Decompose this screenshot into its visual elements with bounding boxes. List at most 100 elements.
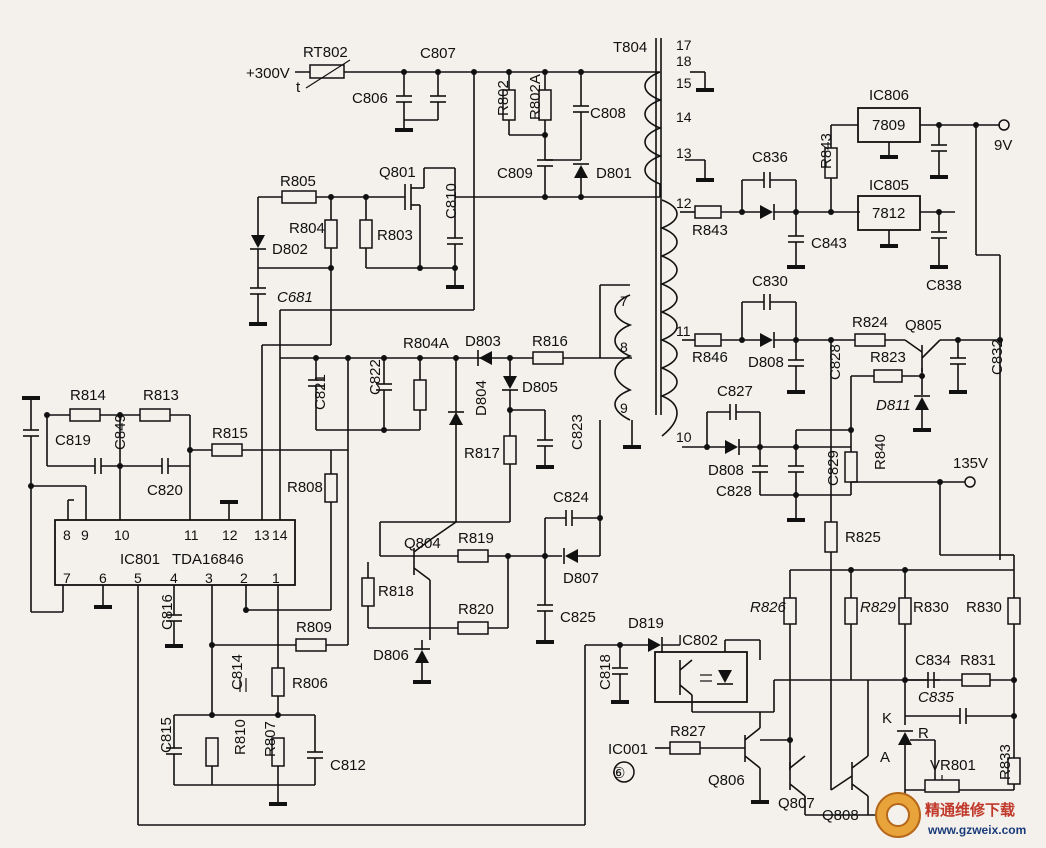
label-r818: R818: [378, 583, 414, 600]
label-r846: R846: [692, 349, 728, 366]
label-r823: R823: [870, 349, 906, 366]
label-r817: R817: [464, 445, 500, 462]
ic802-optocoupler: [654, 651, 748, 703]
q805-section: R846 D808 C830 C828 R824 Q805: [682, 273, 1006, 525]
label-c816: C816: [159, 594, 176, 630]
label-r806: R806: [292, 675, 328, 692]
label-c829: C829: [825, 450, 842, 486]
label-c815: C815: [158, 717, 175, 753]
ic-pin-6: 6: [99, 570, 107, 586]
ic-pin-9: 9: [81, 527, 89, 543]
label-r831: R831: [960, 652, 996, 669]
label-c835: C835: [918, 689, 955, 706]
ic-pin-4: 4: [170, 570, 178, 586]
label-r805: R805: [280, 173, 316, 190]
tpin-17: 17: [676, 37, 692, 53]
terminal-135v: [964, 476, 976, 488]
label-q807: Q807: [778, 795, 815, 812]
label-r814: R814: [70, 387, 106, 404]
label-d808-upper: D808: [748, 354, 784, 371]
label-t: t: [296, 79, 301, 96]
label-r827: R827: [670, 723, 706, 740]
label-c814: C814: [229, 654, 246, 690]
output-135v-section: C827 D808 C828 C829 R840 135V R825: [682, 383, 988, 790]
label-c843: C843: [811, 235, 847, 252]
label-r843-upper: R843: [818, 133, 835, 169]
label-ic802: IC802: [678, 632, 718, 649]
label-r804a: R804A: [403, 335, 449, 352]
label-c806: C806: [352, 90, 388, 107]
ic-pin-14: 14: [272, 527, 288, 543]
label-r813: R813: [143, 387, 179, 404]
label-d819: D819: [628, 615, 664, 632]
label-c809: C809: [497, 165, 533, 182]
label-c821: C821: [312, 374, 329, 410]
label-r803: R803: [377, 227, 413, 244]
ic-pin-12: 12: [222, 527, 238, 543]
label-c819: C819: [55, 432, 91, 449]
thermistor-rt802: [309, 64, 345, 79]
left-rc-section: R814 R813 C819 C849 C820 R815: [22, 387, 348, 613]
label-d801: D801: [596, 165, 632, 182]
label-r802: R802: [495, 80, 512, 116]
label-r808: R808: [287, 479, 323, 496]
label-ic001: IC001: [608, 741, 648, 758]
label-c824: C824: [553, 489, 589, 506]
ic-pin-10: 10: [114, 527, 130, 543]
ic-pin-5: 5: [134, 570, 142, 586]
label-q805: Q805: [905, 317, 942, 334]
tpin-11: 11: [676, 323, 691, 339]
label-r816: R816: [532, 333, 568, 350]
label-r802a: R802A: [527, 74, 544, 120]
regulator-section: R843 C836 C843 R843 7809 IC806: [680, 87, 1012, 560]
terminal-9v: [998, 119, 1010, 131]
label-9v: 9V: [994, 137, 1012, 154]
control-section: D819 C818 IC802: [597, 554, 1021, 824]
label-r830-b: R830: [966, 599, 1002, 616]
ic-pin-3: 3: [205, 570, 213, 586]
label-c834: C834: [915, 652, 951, 669]
label-r804: R804: [289, 220, 325, 237]
watermark-url: www.gzweix.com: [927, 823, 1026, 837]
tpin-7: 7: [620, 293, 628, 309]
tpin-9: 9: [620, 400, 628, 416]
tpin-13: 13: [676, 145, 692, 161]
label-plus300v: +300V: [246, 65, 290, 82]
ic801-body: [54, 519, 296, 586]
tpin-15: 15: [676, 75, 692, 91]
label-c820: C820: [147, 482, 183, 499]
label-r843-lower: R843: [692, 222, 728, 239]
label-r830-a: R830: [913, 599, 949, 616]
label-c838: C838: [926, 277, 962, 294]
label-r809: R809: [296, 619, 332, 636]
tpin-18: 18: [676, 53, 692, 69]
label-c836: C836: [752, 149, 788, 166]
label-q806: Q806: [708, 772, 745, 789]
label-circled-6: ⑥: [612, 765, 625, 782]
label-ic806: IC806: [869, 87, 909, 104]
label-a: A: [880, 749, 890, 766]
input-section: RT802 +300V t C807 C806: [246, 44, 660, 310]
label-r815: R815: [212, 425, 248, 442]
label-c810: C810: [443, 183, 460, 219]
label-r840: R840: [872, 434, 889, 470]
label-d808: D808: [708, 462, 744, 479]
label-c807: C807: [420, 45, 456, 62]
label-vr801: VR801: [930, 757, 976, 774]
label-r820: R820: [458, 601, 494, 618]
label-r: R: [918, 725, 929, 742]
ic-pin-11: 11: [184, 527, 199, 543]
label-r824: R824: [852, 314, 888, 331]
switching-section: R805 Q801 R804 R803 C810: [249, 164, 474, 520]
label-c828: C828: [716, 483, 752, 500]
label-r826: R826: [750, 599, 787, 616]
ic-pin-7: 7: [63, 570, 71, 586]
label-7809: 7809: [872, 117, 905, 134]
label-tda16846: TDA16846: [172, 551, 244, 568]
label-ic801: IC801: [120, 551, 160, 568]
transformer-t804: T804 17 18 15 14 13 12 11 8 7 9 10: [613, 37, 714, 449]
ic801-tda16846: IC801 TDA16846 8 9 10 11 12 13 14 7 6 4 …: [54, 519, 620, 826]
label-c827: C827: [717, 383, 753, 400]
ic-pin-1: 1: [272, 570, 280, 586]
